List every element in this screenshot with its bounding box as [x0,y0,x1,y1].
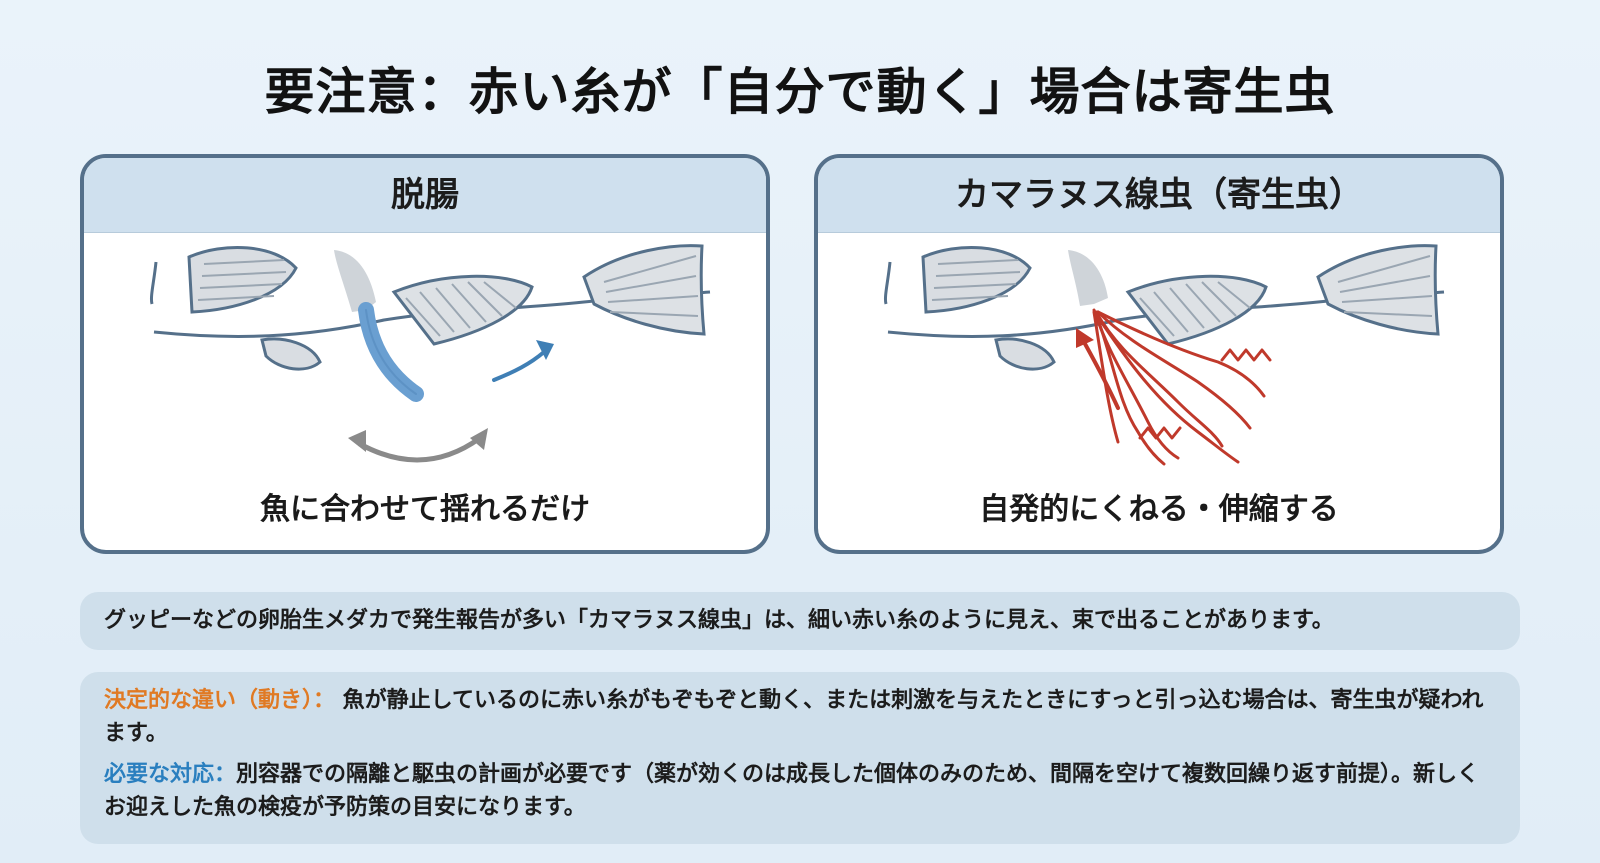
action-paragraph: 必要な対応：別容器での隔離と駆虫の計画が必要です（薬が効くのは成長した個体のみの… [104,758,1496,824]
action-text: 別容器での隔離と駆虫の計画が必要です（薬が効くのは成長した個体のみのため、間隔を… [104,762,1480,820]
pelvic-fin [260,337,322,371]
wiggle-mark-upper [1220,348,1272,362]
summary-text: グッピーなどの卵胎生メダカで発生報告が多い「カマラヌス線虫」は、細い赤い糸のよう… [104,608,1334,633]
prolapse-panel: 脱腸 魚に合わせて揺れるだけ [80,154,770,554]
pectoral-fin [921,246,1032,314]
pectoral-fin [187,246,298,314]
parasite-worms [1092,308,1266,466]
parasite-panel: カマラヌス線虫（寄生虫） [814,154,1504,554]
body-shade [1068,250,1108,306]
parasite-panel-caption: 自発的にくねる・伸縮する [979,492,1339,527]
motion-arrow-blue [492,350,546,382]
prolapse-fish-illustration [150,244,711,463]
page-title: 要注意：赤い糸が「自分で動く」場合は寄生虫 [264,63,1336,121]
prolapse-tube [358,302,424,402]
summary-box: グッピーなどの卵胎生メダカで発生報告が多い「カマラヌス線虫」は、細い赤い糸のよう… [80,592,1520,650]
sway-arrow-gray [357,435,483,463]
retract-arrow-red [1082,340,1120,410]
difference-text: 魚が静止しているのに赤い糸がもぞもぞと動く、または刺激を与えたときにすっと引っ込… [104,688,1484,746]
anal-fin [1125,274,1268,346]
parasite-panel-heading: カマラヌス線虫（寄生虫） [818,158,1500,233]
body-shade [334,250,376,312]
parasite-fish-illustration [884,244,1445,466]
difference-paragraph: 決定的な違い（動き）： 魚が静止しているのに赤い糸がもぞもぞと動く、または刺激を… [104,684,1496,750]
detail-box: 決定的な違い（動き）： 魚が静止しているのに赤い糸がもぞもぞと動く、または刺激を… [80,672,1520,844]
pelvic-fin [994,337,1056,371]
action-label: 必要な対応： [104,762,237,787]
anal-fin [391,274,534,346]
wiggle-mark-lower [1138,426,1182,440]
difference-label: 決定的な違い（動き）： [104,688,336,713]
prolapse-panel-heading: 脱腸 [84,158,766,233]
prolapse-panel-caption: 魚に合わせて揺れるだけ [260,492,590,527]
